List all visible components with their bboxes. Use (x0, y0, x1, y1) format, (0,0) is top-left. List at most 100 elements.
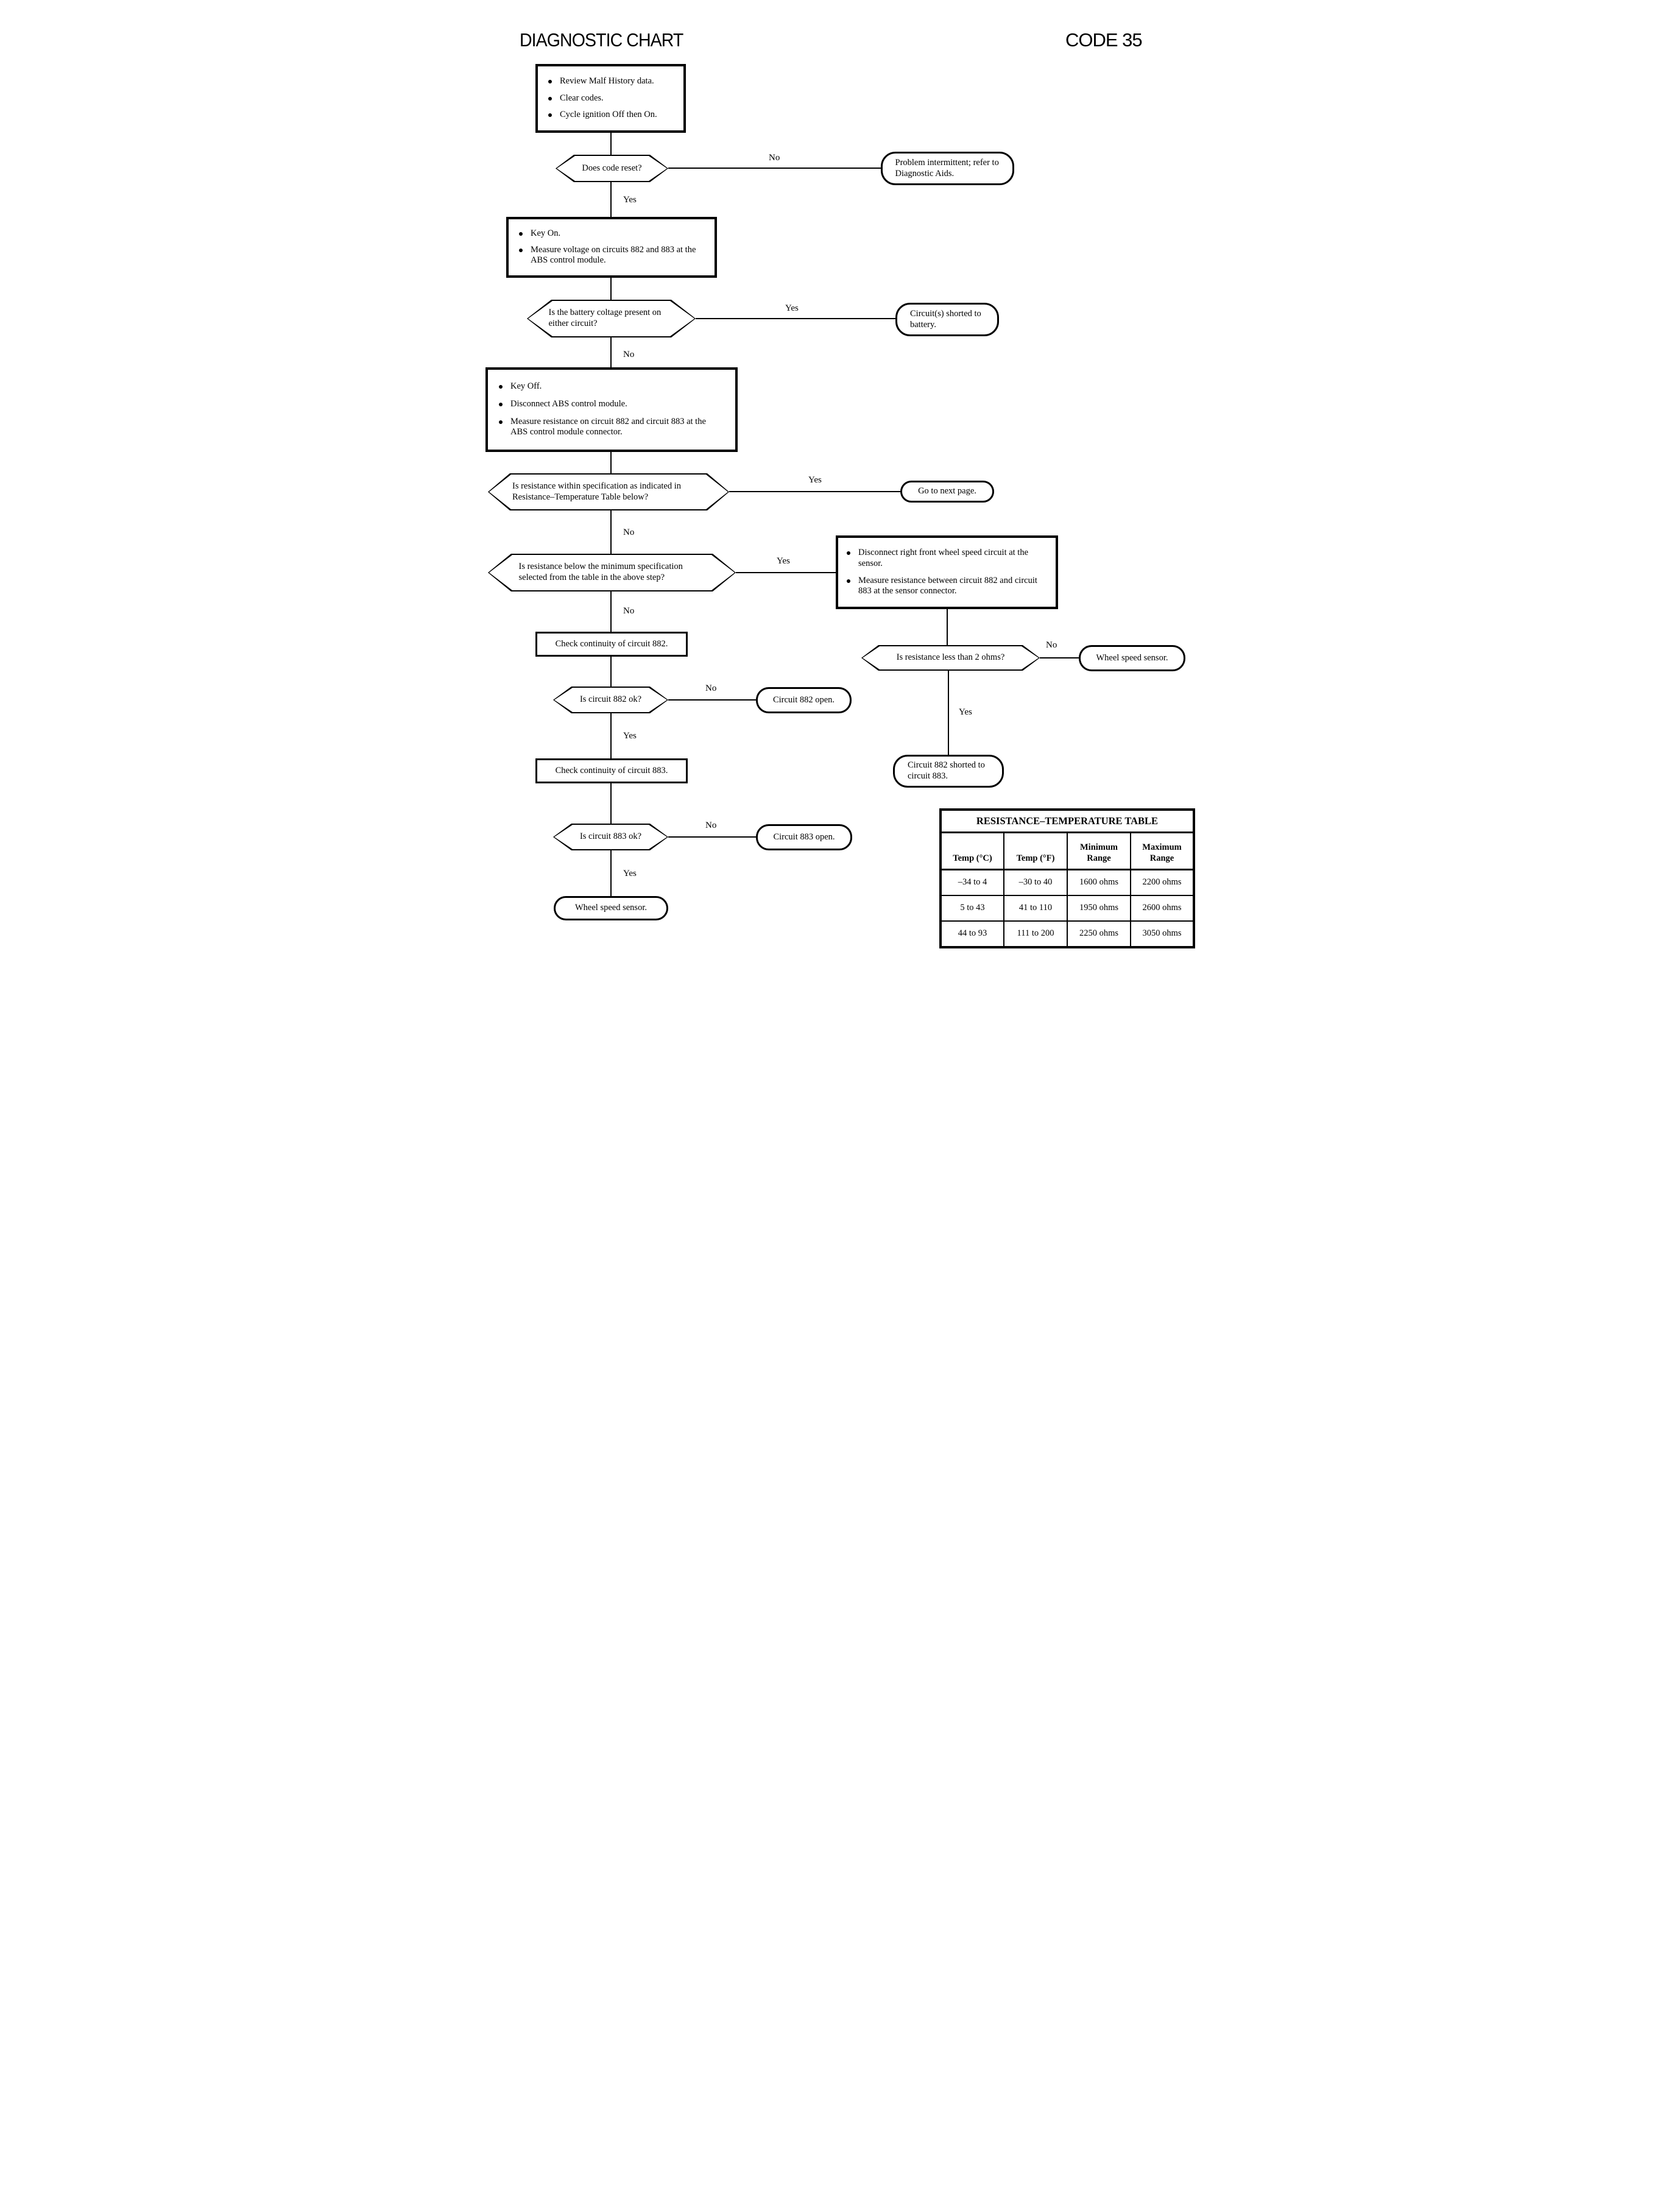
branch-label-no: No (623, 350, 635, 359)
decision-resistance-within-spec: Is resistance within specification as in… (488, 473, 729, 510)
terminal-wheel-speed-sensor-right: Wheel speed sensor. (1079, 645, 1185, 671)
table-row: –34 to 4 –30 to 40 1600 ohms 2200 ohms (940, 869, 1195, 896)
table-header-temp-f: Temp (°F) (1003, 831, 1068, 870)
branch-label-no: No (769, 153, 780, 163)
branch-label-no: No (705, 821, 717, 830)
table-cell: 44 to 93 (940, 920, 1004, 948)
decision-text: Is circuit 883 ok? (579, 831, 642, 842)
decision-text: Is resistance less than 2 ohms? (896, 652, 1005, 663)
terminal-text: Go to next page. (918, 486, 976, 496)
table-header-temp-c: Temp (°C) (940, 831, 1004, 870)
branch-label-yes: Yes (623, 731, 637, 741)
decision-text: Is resistance below the minimum specific… (518, 562, 683, 582)
table-header-max-range: Maximum Range (1130, 831, 1195, 870)
connector-line (696, 318, 895, 319)
table-cell: –34 to 4 (940, 869, 1004, 896)
bullet-text: Key Off. (510, 381, 542, 392)
table-cell: 41 to 110 (1003, 895, 1068, 922)
table-cell: –30 to 40 (1003, 869, 1068, 896)
diagnostic-chart-page: DIAGNOSTIC CHART CODE 35 No Yes Yes No Y… (479, 0, 1201, 949)
bullet-icon (847, 551, 850, 556)
bullet-text: Key On. (531, 228, 561, 238)
bullet-icon (548, 113, 552, 118)
table-cell: 1600 ohms (1067, 869, 1131, 896)
terminal-wheel-speed-sensor: Wheel speed sensor. (554, 896, 668, 920)
connector-line (668, 168, 881, 169)
decision-text: Is resistance within specification as in… (512, 481, 682, 502)
resistance-temperature-table: RESISTANCE–TEMPERATURE TABLE Temp (°C) T… (939, 808, 1195, 948)
connector-line (610, 510, 612, 554)
table-title: RESISTANCE–TEMPERATURE TABLE (940, 809, 1195, 833)
bullet-icon (519, 231, 523, 236)
branch-label-no: No (1046, 640, 1057, 650)
branch-label-no: No (623, 606, 635, 616)
decision-text: Does code reset? (582, 163, 642, 173)
connector-line (610, 850, 612, 896)
process-box-disconnect-sensor: Disconnect right front wheel speed circu… (836, 535, 1058, 609)
connector-line (610, 278, 612, 300)
branch-label-yes: Yes (959, 707, 972, 717)
connector-line (947, 609, 948, 645)
bullet-text: Measure resistance between circuit 882 a… (858, 575, 1037, 596)
decision-less-than-2-ohms: Is resistance less than 2 ohms? (861, 645, 1040, 671)
branch-label-no: No (623, 528, 635, 537)
terminal-circuit-883-open: Circuit 883 open. (756, 824, 852, 850)
connector-line (610, 657, 612, 687)
terminal-text: Circuit 882 open. (772, 694, 835, 705)
terminal-text: Wheel speed sensor. (575, 903, 647, 913)
bullet-icon (548, 96, 552, 101)
bullet-icon (847, 579, 850, 583)
code-label: CODE 35 (1065, 29, 1143, 51)
branch-label-yes: Yes (785, 303, 799, 313)
branch-label-no: No (705, 683, 717, 693)
process-text: Check continuity of circuit 882. (555, 638, 668, 649)
connector-line (729, 491, 900, 492)
decision-resistance-below-minimum: Is resistance below the minimum specific… (488, 554, 736, 591)
page-title: DIAGNOSTIC CHART (520, 29, 683, 51)
bullet-text: Disconnect right front wheel speed circu… (858, 548, 1029, 568)
decision-circuit-883-ok: Is circuit 883 ok? (553, 824, 668, 850)
decision-text: Is the battery coltage present on either… (548, 308, 662, 328)
connector-line (610, 182, 612, 217)
terminal-text: Circuit(s) shorted to battery. (910, 308, 981, 330)
terminal-text: Circuit 882 shorted to circuit 883. (908, 760, 985, 781)
connector-line (736, 572, 836, 573)
terminal-text: Circuit 883 open. (773, 831, 835, 842)
table-row: 5 to 43 41 to 110 1950 ohms 2600 ohms (940, 895, 1195, 922)
branch-label-yes: Yes (623, 869, 637, 878)
process-box-key-off: Key Off. Disconnect ABS control module. … (485, 367, 738, 452)
branch-label-yes: Yes (623, 195, 637, 205)
table-header-min-range: Minimum Range (1067, 831, 1131, 870)
connector-line (610, 591, 612, 632)
connector-line (668, 699, 756, 701)
process-text: Check continuity of circuit 883. (555, 765, 668, 775)
connector-line (610, 337, 612, 367)
process-box-check-882: Check continuity of circuit 882. (535, 632, 688, 657)
bullet-text: Measure resistance on circuit 882 and ci… (510, 416, 706, 437)
bullet-text: Review Malf History data. (560, 76, 654, 86)
process-box-review: Review Malf History data. Clear codes. C… (535, 64, 686, 133)
table-cell: 111 to 200 (1003, 920, 1068, 948)
table-cell: 5 to 43 (940, 895, 1004, 922)
decision-code-reset: Does code reset? (556, 155, 668, 182)
table-cell: 2200 ohms (1130, 869, 1195, 896)
terminal-problem-intermittent: Problem intermittent; refer to Diagnosti… (881, 152, 1014, 185)
terminal-circuit-882-shorted: Circuit 882 shorted to circuit 883. (893, 755, 1004, 788)
table-cell: 2600 ohms (1130, 895, 1195, 922)
connector-line (1040, 657, 1079, 658)
table-row: 44 to 93 111 to 200 2250 ohms 3050 ohms (940, 920, 1195, 948)
decision-text: Is circuit 882 ok? (579, 694, 642, 705)
table-cell: 3050 ohms (1130, 920, 1195, 948)
table-cell: 1950 ohms (1067, 895, 1131, 922)
connector-line (610, 713, 612, 758)
connector-line (610, 783, 612, 824)
decision-circuit-882-ok: Is circuit 882 ok? (553, 687, 668, 713)
process-box-check-883: Check continuity of circuit 883. (535, 758, 688, 783)
bullet-text: Cycle ignition Off then On. (560, 110, 657, 120)
terminal-circuit-882-open: Circuit 882 open. (756, 687, 852, 713)
terminal-text: Wheel speed sensor. (1096, 652, 1168, 663)
bullet-icon (499, 420, 503, 424)
bullet-icon (519, 248, 523, 252)
bullet-icon (548, 79, 552, 83)
branch-label-yes: Yes (777, 556, 790, 566)
